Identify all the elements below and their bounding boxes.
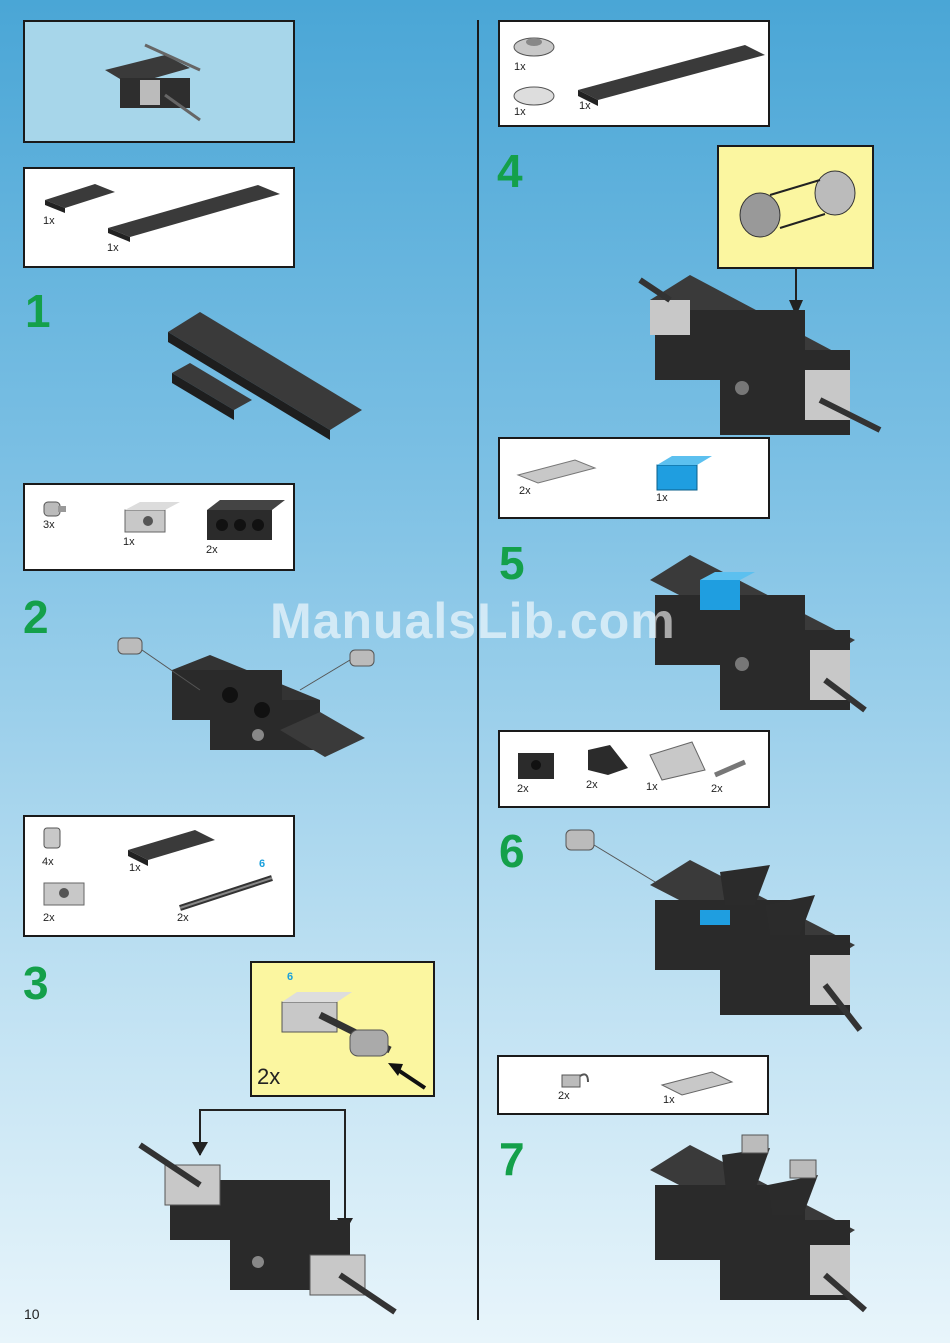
step4-assembly bbox=[640, 275, 880, 435]
qty-step6-pin: 2x bbox=[711, 783, 723, 795]
qty-step6-slope-dark: 2x bbox=[586, 779, 598, 791]
round-tile bbox=[514, 87, 554, 105]
qty-step3-bush: 4x bbox=[42, 856, 54, 868]
qty-step6-technic: 2x bbox=[517, 783, 529, 795]
callout-quantity: 2x bbox=[257, 1064, 280, 1090]
plate-1x4 bbox=[45, 184, 115, 213]
bush-part bbox=[44, 828, 60, 848]
plate-2x2-light bbox=[662, 1072, 732, 1095]
plate-1x4-light bbox=[518, 460, 595, 483]
qty-step7-plate: 1x bbox=[663, 1094, 675, 1106]
qty-step7-clip: 2x bbox=[558, 1090, 570, 1102]
qty-step4-tile: 1x bbox=[514, 106, 526, 118]
technic-brick-1x1 bbox=[518, 753, 554, 779]
preview-model bbox=[105, 45, 200, 120]
pin-part bbox=[44, 502, 66, 516]
qty-step3-axle: 2x bbox=[177, 912, 189, 924]
slope-brick-dark bbox=[588, 745, 628, 775]
step5-assembly bbox=[650, 555, 865, 710]
plate-1x10 bbox=[108, 185, 280, 242]
brick-1x2-blue bbox=[657, 456, 712, 490]
qty-step5-plate: 2x bbox=[519, 485, 531, 497]
step2-assembly bbox=[118, 638, 374, 757]
callout-length-label: 6 bbox=[287, 971, 293, 983]
callout-art-step3 bbox=[282, 992, 425, 1088]
pin-axle bbox=[715, 762, 745, 775]
qty-step4-plate: 1x bbox=[579, 100, 591, 112]
qty-step2-brick-long: 2x bbox=[206, 544, 218, 556]
technic-brick-1x2 bbox=[125, 502, 180, 532]
qty-step3-plate: 1x bbox=[129, 862, 141, 874]
step1-assembly bbox=[168, 312, 362, 440]
page-number: 10 bbox=[24, 1306, 40, 1322]
slope-brick-light bbox=[650, 742, 705, 780]
qty-step6-slope-light: 1x bbox=[646, 781, 658, 793]
turntable-top bbox=[514, 38, 554, 56]
step7-assembly bbox=[650, 1135, 865, 1310]
qty-step3-brick: 2x bbox=[43, 912, 55, 924]
qty-step5-blue-brick: 1x bbox=[656, 492, 668, 504]
qty-step2-pin: 3x bbox=[43, 519, 55, 531]
axle-length-label: 6 bbox=[259, 858, 265, 870]
step6-assembly bbox=[566, 830, 860, 1030]
axle-6 bbox=[180, 878, 272, 908]
clip-part bbox=[562, 1074, 588, 1087]
step3-assembly bbox=[140, 1110, 395, 1312]
qty-step2-brick-small: 1x bbox=[123, 536, 135, 548]
watermark: ManualsLib.com bbox=[270, 592, 676, 650]
technic-brick-1x4 bbox=[207, 500, 285, 540]
qty-step1-plate-small: 1x bbox=[43, 215, 55, 227]
qty-step1-plate-long: 1x bbox=[107, 242, 119, 254]
callout-art-step4 bbox=[740, 171, 855, 316]
plate-1x10-step4 bbox=[578, 45, 765, 106]
technic-brick-1x2-small bbox=[44, 883, 84, 905]
plate-2x4 bbox=[128, 830, 215, 866]
qty-step4-turntable: 1x bbox=[514, 61, 526, 73]
